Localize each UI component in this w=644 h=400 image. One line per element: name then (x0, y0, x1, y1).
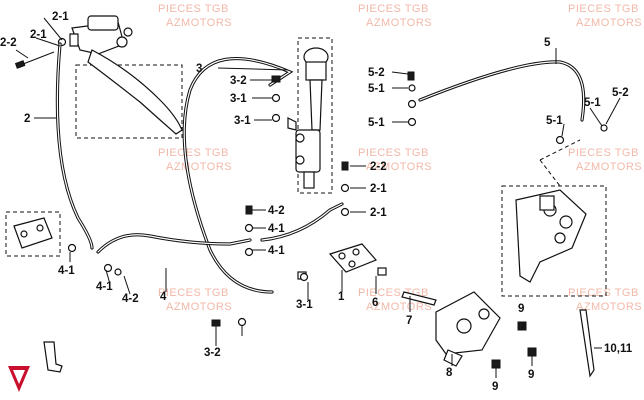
watermark-text: PIECES TGB (358, 147, 429, 159)
label-9-a: 9 (518, 303, 524, 315)
azmotors-logo (8, 366, 30, 392)
watermark-layer: PIECES TGB AZMOTORS PIECES TGB AZMOTORS PIEC… (158, 3, 642, 313)
label-3-1-top: 3-1 (230, 93, 247, 105)
label-4: 4 (160, 291, 167, 303)
watermark-text: PIECES TGB (568, 3, 639, 15)
label-2-2: 2-2 (0, 37, 17, 49)
label-3: 3 (196, 63, 202, 75)
watermark-text: PIECES TGB (158, 147, 229, 159)
label-3-2-top: 3-2 (230, 75, 247, 87)
label-4-1-left2: 4-1 (96, 281, 113, 293)
watermark-text: AZMOTORS (576, 17, 642, 29)
label-10-11: 10,11 (604, 343, 633, 355)
label-5-1-b: 5-1 (368, 117, 385, 129)
label-9-b: 9 (528, 369, 534, 381)
watermark-text: PIECES TGB (158, 287, 229, 299)
junction-block-left (5, 211, 122, 276)
label-9-c: 9 (492, 381, 498, 393)
watermark-text: AZMOTORS (166, 17, 232, 29)
fasteners (211, 71, 608, 369)
label-3-1-mid: 3-1 (234, 115, 251, 127)
label-1: 1 (338, 291, 345, 303)
watermark-text: PIECES TGB (358, 3, 429, 15)
label-4-2-left: 4-2 (122, 293, 139, 305)
watermark-text: AZMOTORS (576, 301, 642, 313)
label-5-1-a: 5-1 (368, 83, 385, 95)
label-2-2-mid: 2-2 (370, 161, 387, 173)
front-master-cylinder (14, 15, 183, 139)
watermark-text: AZMOTORS (166, 161, 232, 173)
label-4-1-mid: 4-1 (268, 223, 285, 235)
part-labels: 2-1 2-1 2-2 2 3 3-2 3-1 3-1 5-2 5-1 5-1 … (0, 11, 633, 393)
label-5-1-right: 5-1 (584, 97, 601, 109)
label-2: 2 (24, 113, 30, 125)
label-2-1: 2-1 (30, 29, 47, 41)
label-3-2-low: 3-2 (204, 347, 221, 359)
watermark-text: AZMOTORS (576, 161, 642, 173)
label-5-2-right: 5-2 (612, 87, 629, 99)
brake-hoses (55, 42, 586, 294)
label-5: 5 (544, 37, 551, 49)
caliper-bracket (435, 291, 501, 367)
label-2-1-mid: 2-1 (370, 183, 387, 195)
label-8: 8 (446, 367, 453, 379)
watermark-text: AZMOTORS (366, 301, 432, 313)
label-2-1-low: 2-1 (370, 207, 387, 219)
watermark-text: AZMOTORS (166, 301, 232, 313)
label-5-1-caliper: 5-1 (546, 115, 563, 127)
leader-lines (15, 17, 621, 378)
watermark-text: AZMOTORS (366, 161, 432, 173)
label-6: 6 (372, 297, 378, 309)
label-5-2: 5-2 (368, 67, 385, 79)
label-7: 7 (406, 315, 412, 327)
label-4-2-mid: 4-2 (268, 205, 285, 217)
label-4-1-low: 4-1 (268, 245, 285, 257)
label-4-1-left: 4-1 (58, 265, 75, 277)
label-3-1-low: 3-1 (296, 299, 313, 311)
watermark-text: PIECES TGB (568, 147, 639, 159)
watermark-text: AZMOTORS (366, 17, 432, 29)
rear-master-cylinder (287, 37, 333, 194)
small-bracket (43, 341, 63, 373)
cable-strap (579, 309, 595, 378)
rear-caliper (501, 139, 607, 297)
watermark-text: PIECES TGB (158, 3, 229, 15)
label-2-1-top: 2-1 (52, 11, 69, 23)
watermark-text: PIECES TGB (568, 287, 639, 299)
